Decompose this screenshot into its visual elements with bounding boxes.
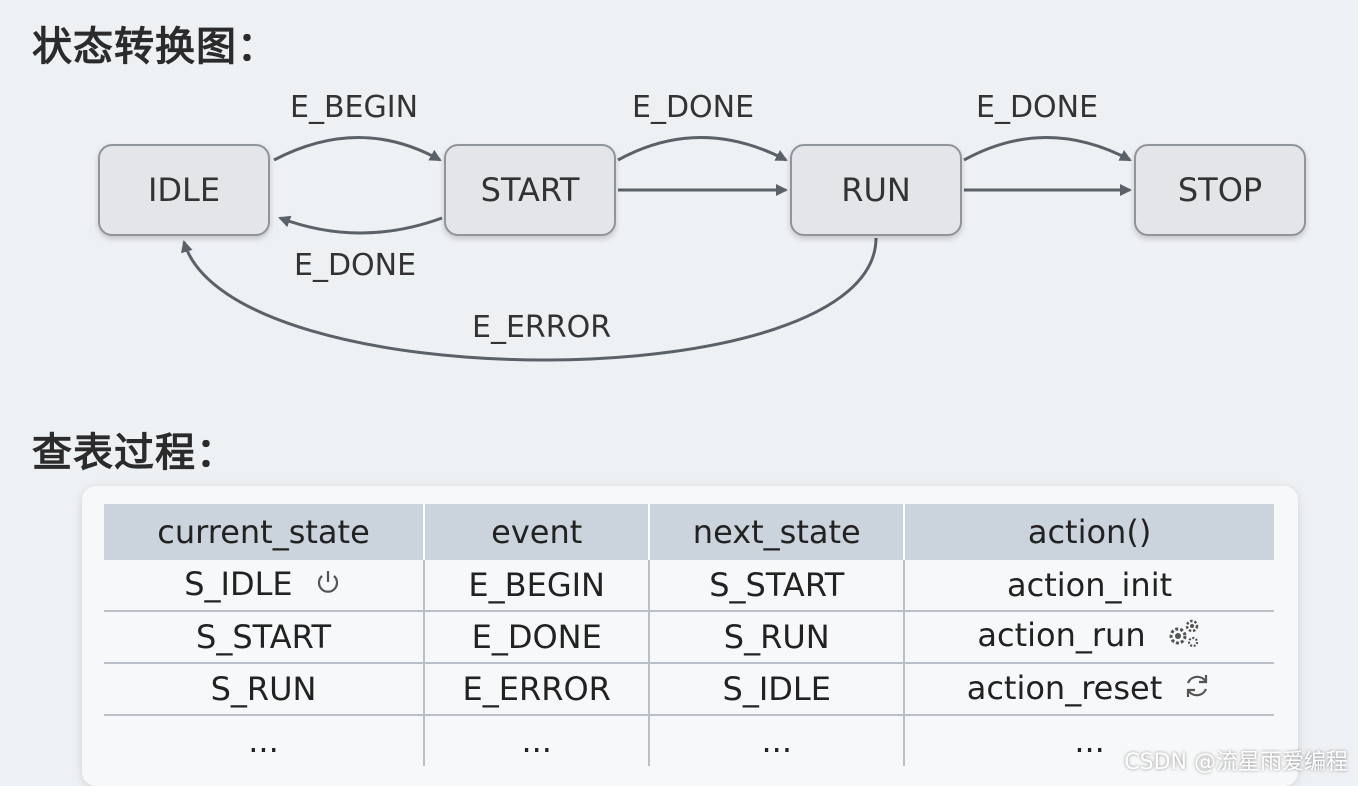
edge-label-start-idle: E_DONE bbox=[294, 248, 417, 283]
cell-event: E_DONE bbox=[423, 611, 650, 664]
cell-event: E_BEGIN bbox=[423, 560, 650, 612]
edge-label-idle-start: E_BEGIN bbox=[290, 90, 419, 125]
cell-action: action_init bbox=[903, 560, 1274, 612]
table-row: S_START E_DONE S_RUN action_run bbox=[104, 611, 1274, 664]
cell-next-state: S_START bbox=[648, 560, 905, 612]
edge-label-run-idle: E_ERROR bbox=[472, 310, 612, 345]
edge-label-run-stop: E_DONE bbox=[976, 90, 1099, 125]
col-header-action: action() bbox=[903, 504, 1274, 560]
col-header-event: event bbox=[423, 504, 650, 560]
power-icon bbox=[313, 567, 343, 605]
table-row: ... ... ... ... bbox=[104, 715, 1274, 766]
cell-current-state: ... bbox=[248, 722, 279, 760]
cell-next-state: S_RUN bbox=[648, 611, 905, 664]
state-node-idle: IDLE bbox=[98, 144, 270, 236]
state-lookup-table: current_state event next_state action() … bbox=[104, 504, 1274, 766]
state-node-run: RUN bbox=[790, 144, 962, 236]
cell-event: E_ERROR bbox=[423, 663, 650, 716]
cell-text: action_reset bbox=[966, 669, 1163, 707]
cell-action: ... bbox=[903, 715, 1274, 766]
cell-current-state: S_IDLE bbox=[104, 560, 425, 612]
arrow-start-to-idle bbox=[278, 215, 443, 235]
table-row: S_RUN E_ERROR S_IDLE action_reset bbox=[104, 663, 1274, 716]
cell-next-state: ... bbox=[648, 715, 905, 766]
cell-text: action_run bbox=[977, 616, 1146, 654]
state-node-start: START bbox=[444, 144, 616, 236]
cell-next-state: S_IDLE bbox=[648, 663, 905, 716]
arrow-idle-to-start bbox=[273, 136, 442, 162]
table-header-row: current_state event next_state action() bbox=[104, 504, 1274, 560]
watermark: CSDN @流星雨爱编程 bbox=[1124, 750, 1348, 775]
refresh-icon bbox=[1182, 671, 1212, 709]
arrow-run-to-idle bbox=[181, 237, 878, 362]
cell-action: action_run bbox=[903, 611, 1274, 664]
gears-icon bbox=[1166, 616, 1202, 658]
table-row: S_IDLE E_BEGIN S_START action_init bbox=[104, 560, 1274, 612]
table-heading: 查表过程： bbox=[32, 430, 237, 476]
diagram-heading: 状态转换图： bbox=[32, 24, 278, 70]
cell-action: action_reset bbox=[903, 663, 1274, 716]
col-header-next-state: next_state bbox=[648, 504, 905, 560]
arrow-start-to-run-curved bbox=[617, 136, 788, 162]
cell-current-state: S_START bbox=[104, 611, 425, 664]
col-header-current-state: current_state bbox=[104, 504, 425, 560]
arrow-run-to-stop-curved bbox=[963, 136, 1132, 162]
edge-label-start-run: E_DONE bbox=[632, 90, 755, 125]
state-node-stop: STOP bbox=[1134, 144, 1306, 236]
cell-current-state: S_RUN bbox=[104, 663, 425, 716]
cell-event: ... bbox=[423, 715, 650, 766]
state-diagram-arrows bbox=[181, 136, 1132, 362]
cell-text: S_IDLE bbox=[184, 565, 293, 603]
